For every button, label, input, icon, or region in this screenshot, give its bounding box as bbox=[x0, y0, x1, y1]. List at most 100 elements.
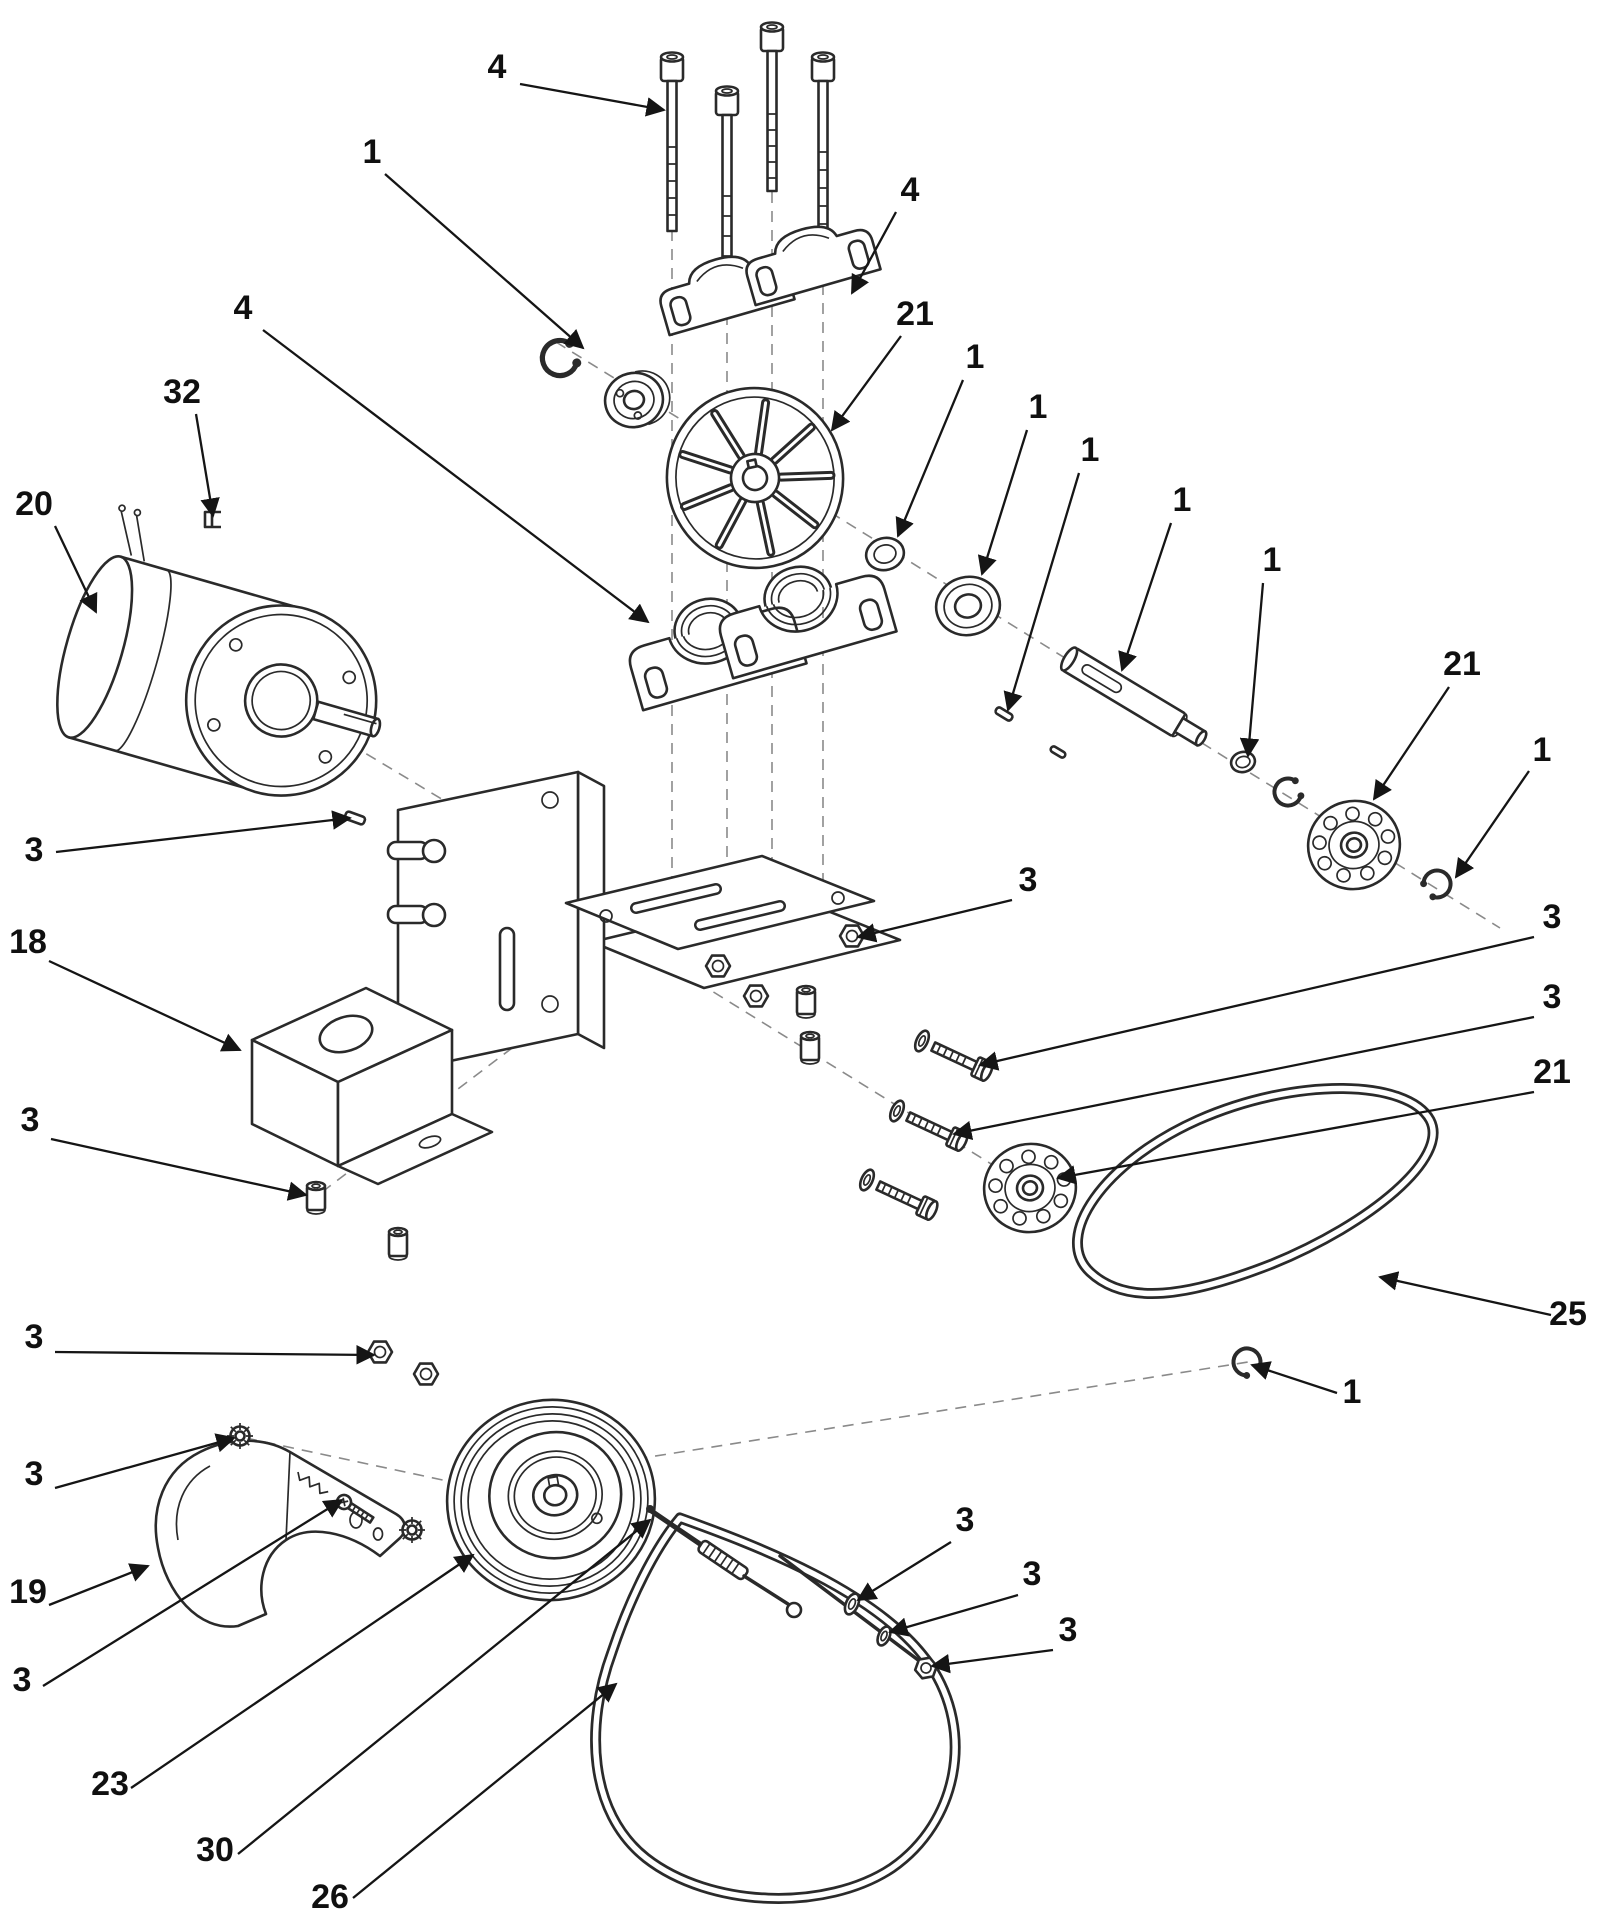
callout-label: 4 bbox=[488, 48, 507, 86]
callout-1-1: 1 bbox=[363, 133, 585, 350]
sprocket-pulley bbox=[973, 1132, 1087, 1244]
callout-leader-line bbox=[384, 173, 585, 350]
callout-19-25: 19 bbox=[9, 1563, 150, 1611]
flat-washer-large bbox=[864, 536, 906, 572]
callout-1-5: 1 bbox=[977, 388, 1047, 576]
callout-3-26: 3 bbox=[13, 1498, 344, 1699]
drive-shaft bbox=[1059, 646, 1208, 747]
small-spring bbox=[297, 1471, 329, 1495]
hex-bolt bbox=[872, 1175, 941, 1223]
callout-label: 3 bbox=[21, 1101, 40, 1139]
callout-1-11: 1 bbox=[1239, 541, 1282, 758]
callout-leader-line bbox=[1118, 522, 1173, 672]
callout-32-7: 32 bbox=[163, 373, 220, 518]
callout-21-19: 21 bbox=[1056, 1053, 1571, 1185]
callout-23-27: 23 bbox=[91, 1553, 475, 1803]
callout-1-9: 1 bbox=[1003, 431, 1100, 712]
callout-leader-line bbox=[48, 959, 242, 1052]
callout-label: 32 bbox=[163, 373, 201, 411]
callout-leader-line bbox=[53, 525, 98, 614]
star-washer bbox=[397, 1515, 427, 1545]
callout-label: 23 bbox=[91, 1765, 129, 1803]
callout-1-13: 1 bbox=[1454, 731, 1552, 879]
callout-label: 21 bbox=[896, 295, 934, 333]
flat-washer bbox=[876, 1625, 892, 1647]
standoff bbox=[387, 1226, 409, 1262]
callout-leader-line bbox=[1239, 582, 1265, 758]
callout-leader-line bbox=[888, 1593, 1019, 1637]
callout-label: 20 bbox=[15, 485, 53, 523]
callout-3-14: 3 bbox=[25, 810, 352, 869]
hex-nut bbox=[704, 954, 732, 978]
callout-3-23: 3 bbox=[25, 1318, 376, 1365]
bearing-blocks bbox=[624, 565, 898, 712]
callout-4-2: 4 bbox=[850, 171, 920, 295]
star-washer bbox=[225, 1421, 255, 1451]
callout-18-16: 18 bbox=[9, 923, 242, 1052]
standoff bbox=[799, 1030, 821, 1066]
callout-leader-line bbox=[237, 1518, 652, 1855]
flat-washer bbox=[886, 1097, 908, 1125]
callout-leader-line bbox=[352, 1682, 618, 1899]
callout-label: 19 bbox=[9, 1573, 47, 1611]
callout-leader-line bbox=[1454, 770, 1530, 879]
callout-layer: 4142111432201112113318332132513319323302… bbox=[9, 48, 1587, 1916]
callout-leader-line bbox=[850, 211, 898, 295]
mount-plate-assembly bbox=[386, 770, 902, 1074]
callout-leader-line bbox=[1003, 472, 1081, 712]
hex-nut bbox=[412, 1362, 440, 1386]
callout-3-24: 3 bbox=[25, 1433, 236, 1493]
callout-leader-line bbox=[1372, 686, 1450, 801]
belt-anchor-hardware bbox=[778, 1554, 939, 1680]
callout-label: 1 bbox=[1533, 731, 1552, 769]
hex-nut bbox=[366, 1340, 394, 1364]
callout-label: 1 bbox=[1173, 481, 1192, 519]
callout-label: 1 bbox=[1343, 1373, 1362, 1411]
tension-rod bbox=[646, 1505, 803, 1619]
callout-26-29: 26 bbox=[311, 1682, 618, 1916]
callout-leader-line bbox=[952, 1015, 1535, 1141]
bracket-19 bbox=[154, 1439, 407, 1628]
callout-4-0: 4 bbox=[488, 48, 666, 117]
callout-leader-line bbox=[978, 935, 1535, 1071]
callout-leader-line bbox=[856, 898, 1013, 943]
callout-label: 30 bbox=[196, 1831, 234, 1869]
hex-nut bbox=[742, 984, 770, 1008]
callout-leader-line bbox=[519, 82, 666, 117]
callout-label: 1 bbox=[363, 133, 382, 171]
callout-leader-line bbox=[830, 335, 902, 432]
bearing-caps bbox=[651, 210, 882, 337]
cap-screws bbox=[659, 21, 836, 297]
callout-label: 3 bbox=[1023, 1555, 1042, 1593]
callout-label: 4 bbox=[234, 289, 253, 327]
callout-1-22: 1 bbox=[1250, 1361, 1362, 1411]
shaft-key bbox=[1049, 745, 1067, 759]
callout-label: 21 bbox=[1533, 1053, 1571, 1091]
callout-label: 1 bbox=[1263, 541, 1282, 579]
standoff bbox=[795, 984, 817, 1020]
callout-leader-line bbox=[194, 413, 220, 518]
callout-label: 3 bbox=[25, 1455, 44, 1493]
callout-label: 25 bbox=[1549, 1295, 1587, 1333]
callout-label: 1 bbox=[1081, 431, 1100, 469]
callout-3-30: 3 bbox=[856, 1501, 974, 1602]
callout-1-10: 1 bbox=[1118, 481, 1192, 672]
callout-label: 3 bbox=[1019, 861, 1038, 899]
callout-leader-line bbox=[54, 1433, 236, 1490]
hex-bolt bbox=[927, 1036, 996, 1084]
fan-pulley bbox=[665, 386, 845, 570]
flat-washer-shaft bbox=[1229, 750, 1257, 774]
callout-leader-line bbox=[54, 1345, 376, 1365]
cap-screw bbox=[714, 85, 740, 297]
callout-3-31: 3 bbox=[888, 1555, 1042, 1637]
hex-bolt bbox=[902, 1106, 971, 1154]
callout-label: 3 bbox=[25, 831, 44, 869]
callout-label: 3 bbox=[1543, 978, 1562, 1016]
callout-leader-line bbox=[977, 429, 1029, 576]
callout-leader-line bbox=[1056, 1090, 1535, 1185]
callout-3-15: 3 bbox=[856, 861, 1038, 943]
bracket-18 bbox=[250, 986, 494, 1186]
callout-leader-line bbox=[1250, 1361, 1338, 1395]
callout-leader-line bbox=[55, 810, 352, 854]
